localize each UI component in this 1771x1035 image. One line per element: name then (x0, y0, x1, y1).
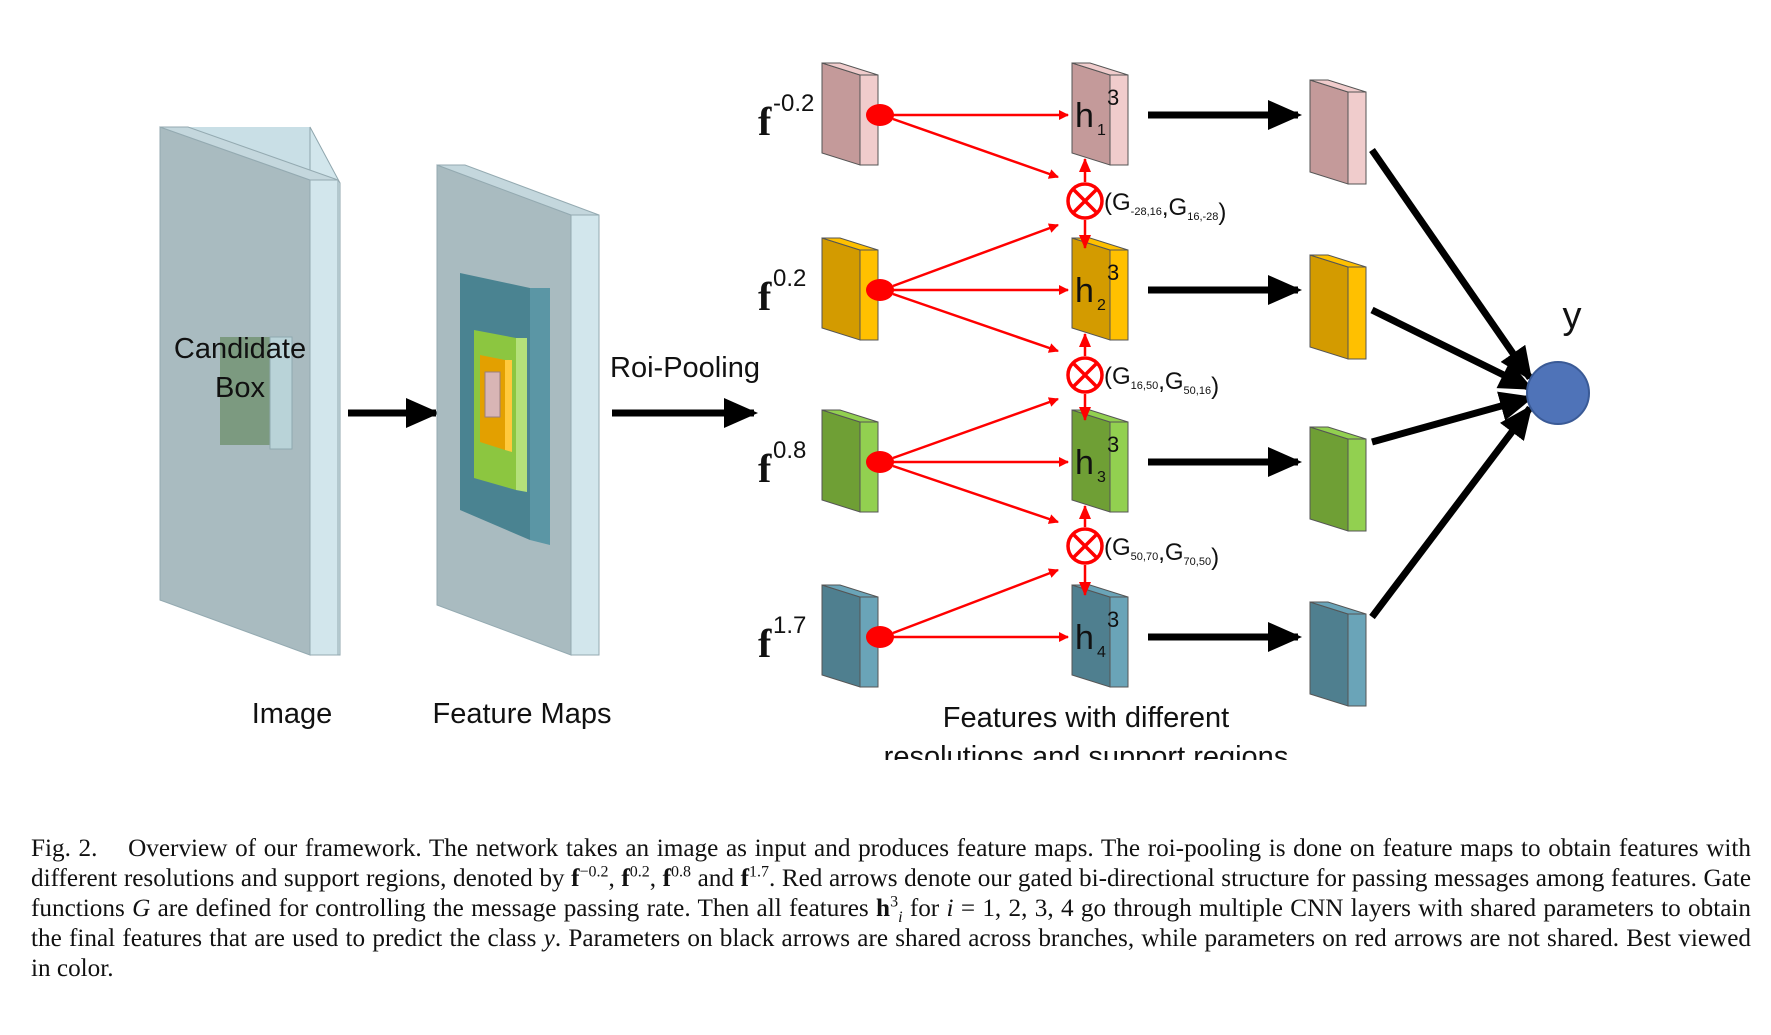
feature-map-stack (460, 273, 550, 545)
caption-f2-exp: 0.2 (629, 863, 650, 881)
output-y-label: y (1563, 295, 1582, 337)
h-block-3 (1071, 409, 1129, 513)
figure-caption: Fig. 2. Overview of our framework. The n… (31, 834, 1751, 984)
h-block-1 (1071, 62, 1129, 166)
caption-f3-exp: 0.8 (671, 863, 692, 881)
gate-label-2: (G16,50,G50,16) (1104, 363, 1219, 400)
caption-text-6: . Parameters on black arrows are shared … (31, 925, 1751, 982)
f-block-2 (821, 237, 879, 341)
red-diag-down-3 (892, 464, 1059, 524)
source-dot-2 (866, 279, 894, 301)
h-sup-4: 3 (1107, 607, 1119, 632)
features-label-1: Features with different (943, 702, 1229, 734)
h-sup-3: 3 (1107, 432, 1119, 457)
to-output-arrow-1 (1369, 148, 1533, 382)
caption-y: y (543, 925, 555, 952)
caption-f4-exp: 1.7 (748, 863, 769, 881)
out-block-2 (1309, 254, 1367, 360)
caption-h: h (876, 895, 891, 922)
caption-text-1: Overview of our framework. The network t… (31, 835, 1752, 892)
f-label-4: f (758, 621, 772, 666)
f-label-1: f (758, 99, 772, 144)
caption-text-3: are defined for controlling the message … (150, 895, 877, 922)
features-label-2: resolutions and support regions (884, 741, 1289, 760)
h-block-4 (1071, 584, 1129, 688)
gate-label-1: (G-28,16,G16,-28) (1104, 189, 1226, 226)
h-label-3: h (1075, 444, 1094, 482)
caption-f2: f (621, 865, 630, 892)
f-exp-2: 0.2 (773, 265, 806, 292)
h-sup-2: 3 (1107, 260, 1119, 285)
caption-fig-number: Fig. 2. (31, 835, 98, 862)
framework-diagram: Candidate Box Roi-Pooling Image Feature … (159, 62, 1590, 760)
f-exp-4: 1.7 (773, 612, 806, 639)
caption-i: i (946, 895, 954, 922)
gate-multiply-icon-1 (1066, 182, 1104, 220)
caption-f4: f (740, 865, 749, 892)
f-exp-1: -0.2 (773, 90, 814, 117)
source-dot-4 (866, 626, 894, 648)
gate-label-3: (G50,70,G70,50) (1104, 534, 1219, 571)
image-label: Image (252, 698, 333, 730)
caption-comma-1: , (608, 865, 622, 892)
h-sub-2: 2 (1097, 297, 1106, 314)
f-block-3 (821, 409, 879, 513)
candidate-box (220, 336, 293, 450)
caption-f3: f (662, 865, 672, 892)
roi-pooling-label: Roi-Pooling (610, 352, 760, 384)
h-label-4: h (1075, 619, 1094, 657)
h-sub-1: 1 (1097, 122, 1106, 139)
red-diag-up-2 (892, 397, 1059, 460)
h-sup-1: 3 (1107, 85, 1119, 110)
output-node (1526, 361, 1590, 425)
h-label-1: h (1075, 97, 1094, 135)
source-dot-3 (866, 451, 894, 473)
source-dot-1 (866, 104, 894, 126)
caption-comma-2: , (649, 865, 663, 892)
caption-text-4: for (902, 895, 947, 922)
caption-f1-exp: −0.2 (579, 863, 609, 881)
out-block-3 (1309, 426, 1367, 532)
red-diag-up-3 (892, 568, 1059, 635)
f-exp-3: 0.8 (773, 437, 806, 464)
to-output-arrow-4 (1369, 404, 1533, 620)
to-output-arrow-2 (1370, 306, 1534, 392)
candidate-box-label-1: Candidate (174, 333, 306, 365)
gate-multiply-icon-3 (1066, 527, 1104, 565)
red-diag-up-1 (892, 223, 1059, 288)
caption-f1: f (571, 865, 580, 892)
h-sub-4: 4 (1097, 644, 1106, 661)
gate-multiply-icon-2 (1066, 356, 1104, 394)
out-block-4 (1309, 601, 1367, 707)
h-block-2 (1071, 237, 1129, 341)
h-label-2: h (1075, 272, 1094, 310)
caption-h-sub: i (898, 909, 903, 927)
feature-maps-label: Feature Maps (433, 698, 612, 730)
f-label-3: f (758, 446, 772, 491)
red-diag-down-1 (892, 117, 1059, 179)
red-diag-down-2 (892, 292, 1059, 353)
candidate-box-label-2: Box (215, 372, 265, 404)
caption-G: G (132, 895, 151, 922)
caption-and: and (691, 865, 741, 892)
f-label-2: f (758, 274, 772, 319)
h-sub-3: 3 (1097, 469, 1106, 486)
caption-h-sup: 3 (890, 893, 899, 911)
caption-text-2: . Red arrows denote our gated bi-directi… (31, 865, 1752, 922)
out-block-1 (1309, 79, 1367, 185)
caption-text-5: = 1, 2, 3, 4 go through multiple CNN lay… (31, 895, 1751, 952)
